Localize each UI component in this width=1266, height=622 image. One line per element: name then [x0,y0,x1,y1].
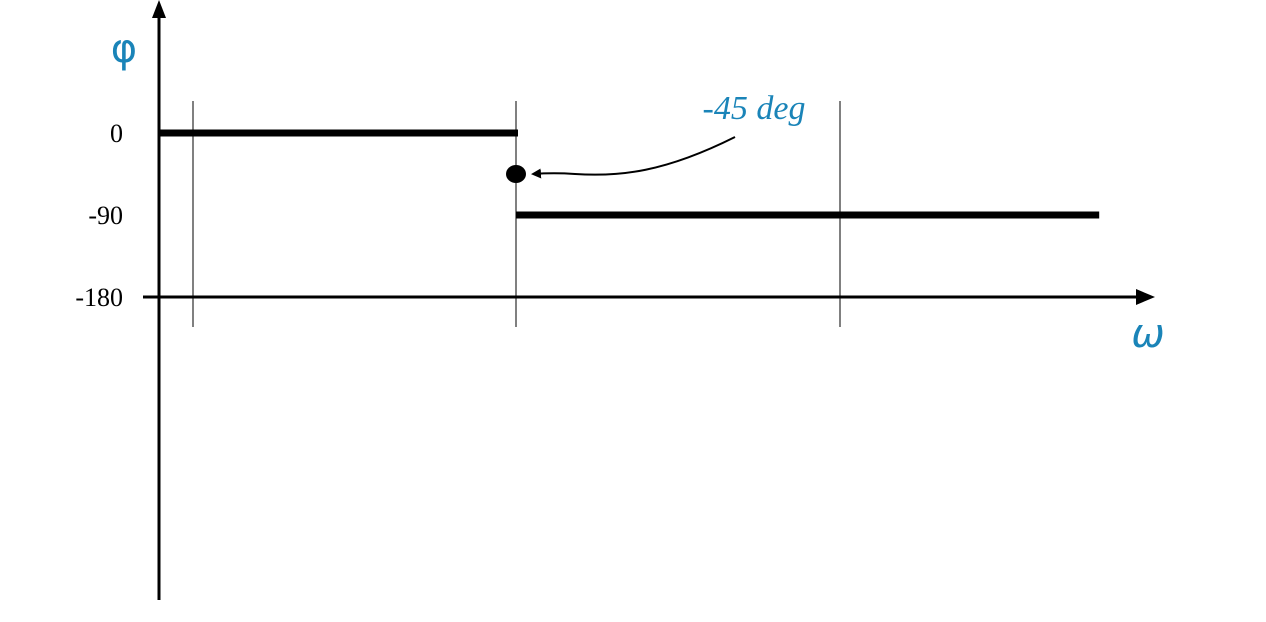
x-axis-arrowhead [1136,289,1155,305]
phase-point [506,165,526,183]
y-tick-label: 0 [110,119,123,148]
y-tick-label: -90 [88,201,123,230]
x-axis-label: ω [1131,311,1165,357]
y-axis-label: φ [111,26,137,72]
annotation-label: -45 deg [703,90,806,127]
annotation-arrow [531,136,736,179]
phase-segments [159,129,1100,219]
y-axis-arrowhead [152,0,166,18]
y-tick-labels: 0 -90 -180 [75,119,123,312]
phase-points [506,165,526,183]
y-tick-label: -180 [75,283,123,312]
